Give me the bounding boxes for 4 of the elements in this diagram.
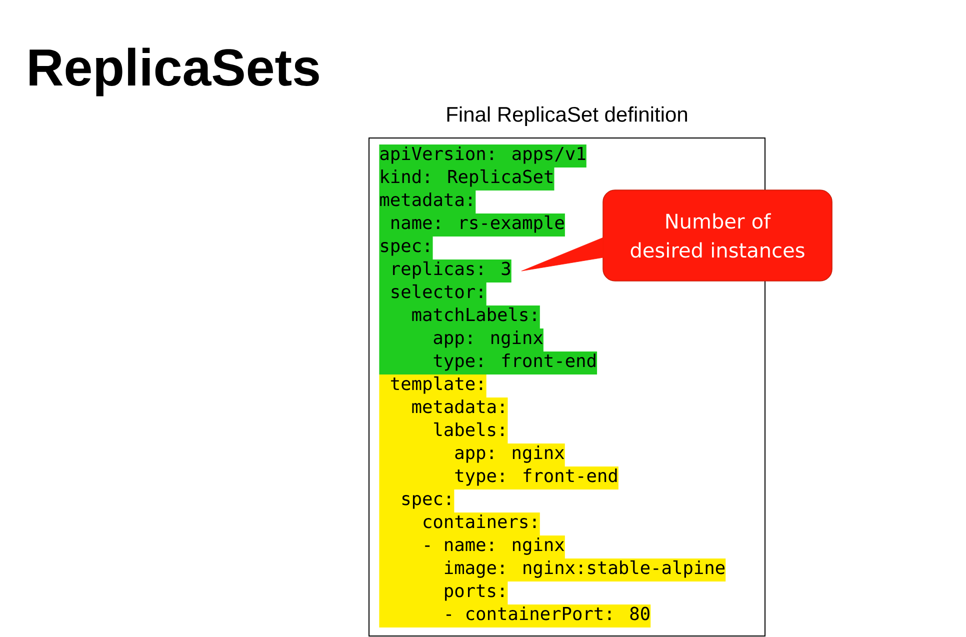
node-label: Final ReplicaSet definition <box>447 106 687 126</box>
callout-bubble: Number of desired instances <box>602 190 832 282</box>
callout-pointer <box>521 237 604 272</box>
slide-title: ReplicaSets <box>30 48 319 96</box>
